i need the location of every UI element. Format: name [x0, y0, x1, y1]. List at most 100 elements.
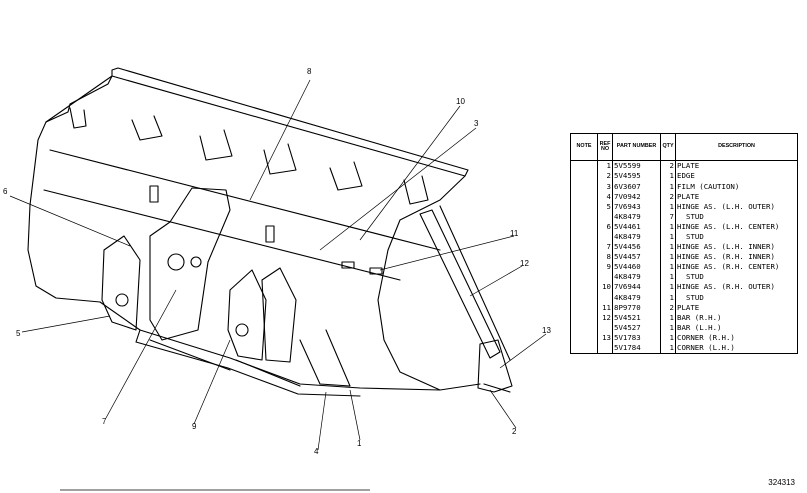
description-cell: HINGE AS. (R.H. INNER) — [675, 251, 798, 262]
ref-cell — [597, 342, 613, 354]
callout-3: 3 — [474, 119, 479, 128]
parts-table: NOTE REF NO PART NUMBER QTY DESCRIPTION … — [570, 133, 798, 354]
qty-cell: 1 — [660, 231, 676, 242]
bucket-exploded-diagram: 8 10 3 6 11 12 13 5 7 9 4 1 2 — [3, 67, 551, 491]
header-note: NOTE — [570, 133, 598, 161]
ref-cell — [597, 292, 613, 303]
qty-cell: 1 — [660, 332, 676, 343]
ref-cell: 8 — [597, 251, 613, 262]
description-cell: CORNER (L.H.) — [675, 342, 798, 354]
description-cell: PLATE — [675, 191, 798, 202]
description-cell: STUD — [675, 272, 798, 283]
description-cell: PLATE — [675, 302, 798, 313]
ref-cell: 13 — [597, 332, 613, 343]
part-number-cell: 5V4456 — [612, 241, 661, 252]
note-cell — [570, 221, 598, 232]
description-cell: BAR (R.H.) — [675, 312, 798, 323]
ref-cell: 2 — [597, 171, 613, 182]
part-number-cell: 4K8479 — [612, 231, 661, 242]
description-cell: CORNER (R.H.) — [675, 332, 798, 343]
qty-cell: 1 — [660, 181, 676, 192]
ref-cell: 7 — [597, 241, 613, 252]
part-number-cell: 8P9770 — [612, 302, 661, 313]
note-cell — [570, 312, 598, 323]
bucket-right-side — [377, 175, 481, 391]
note-cell — [570, 261, 598, 273]
callout-12: 12 — [520, 259, 529, 268]
part-number-cell: 5V1784 — [612, 342, 661, 354]
note-cell — [570, 272, 598, 283]
note-cell — [570, 251, 598, 262]
ref-cell: 12 — [597, 312, 613, 323]
header-description: DESCRIPTION — [675, 133, 798, 161]
part-number-cell: 5V1783 — [612, 332, 661, 343]
note-cell — [570, 342, 598, 354]
description-cell: HINGE AS. (R.H. CENTER) — [675, 261, 798, 273]
callout-13: 13 — [542, 326, 551, 335]
hinge-right-inner — [261, 267, 297, 363]
note-cell — [570, 332, 598, 343]
ref-cell — [597, 322, 613, 333]
part-number-cell: 5V4527 — [612, 322, 661, 333]
ref-cell: 11 — [597, 302, 613, 313]
description-cell: BAR (L.H.) — [675, 322, 798, 333]
callout-7: 7 — [102, 417, 107, 426]
note-cell — [570, 171, 598, 182]
qty-cell: 1 — [660, 221, 676, 232]
part-number-cell: 5V4595 — [612, 171, 661, 182]
qty-cell: 1 — [660, 201, 676, 212]
hinge-left-outer — [101, 235, 141, 331]
qty-cell: 2 — [660, 160, 676, 172]
bucket-top-rail — [111, 67, 469, 177]
ref-cell — [597, 211, 613, 222]
callout-2: 2 — [512, 427, 517, 436]
hinge-left-center — [149, 187, 231, 341]
part-number-cell: 5V4461 — [612, 221, 661, 232]
ref-cell: 1 — [597, 160, 613, 172]
callout-9: 9 — [192, 422, 197, 431]
note-cell — [570, 241, 598, 252]
description-cell: EDGE — [675, 171, 798, 182]
side-bar — [419, 209, 501, 359]
callout-11: 11 — [510, 229, 519, 238]
header-qty: QTY — [660, 133, 676, 161]
note-cell — [570, 160, 598, 172]
note-cell — [570, 322, 598, 333]
part-number-cell: 5V4521 — [612, 312, 661, 323]
ref-cell — [597, 231, 613, 242]
qty-cell: 1 — [660, 261, 676, 273]
note-cell — [570, 191, 598, 202]
qty-cell: 1 — [660, 272, 676, 283]
ref-cell: 4 — [597, 191, 613, 202]
qty-cell: 1 — [660, 292, 676, 303]
header-ref: REF NO — [597, 133, 613, 161]
part-number-cell: 4K8479 — [612, 211, 661, 222]
description-cell: PLATE — [675, 160, 798, 172]
note-cell — [570, 231, 598, 242]
note-cell — [570, 302, 598, 313]
qty-cell: 7 — [660, 211, 676, 222]
bucket-left-side — [27, 111, 101, 303]
note-cell — [570, 211, 598, 222]
qty-cell: 2 — [660, 302, 676, 313]
qty-cell: 1 — [660, 342, 676, 354]
ref-cell: 6 — [597, 221, 613, 232]
part-number-cell: 5V4457 — [612, 251, 661, 262]
description-cell: STUD — [675, 231, 798, 242]
note-cell — [570, 292, 598, 303]
ref-cell: 3 — [597, 181, 613, 192]
qty-cell: 1 — [660, 312, 676, 323]
part-number-cell: 5V5599 — [612, 160, 661, 172]
drawing-number: 324313 — [768, 478, 795, 487]
description-cell: STUD — [675, 211, 798, 222]
